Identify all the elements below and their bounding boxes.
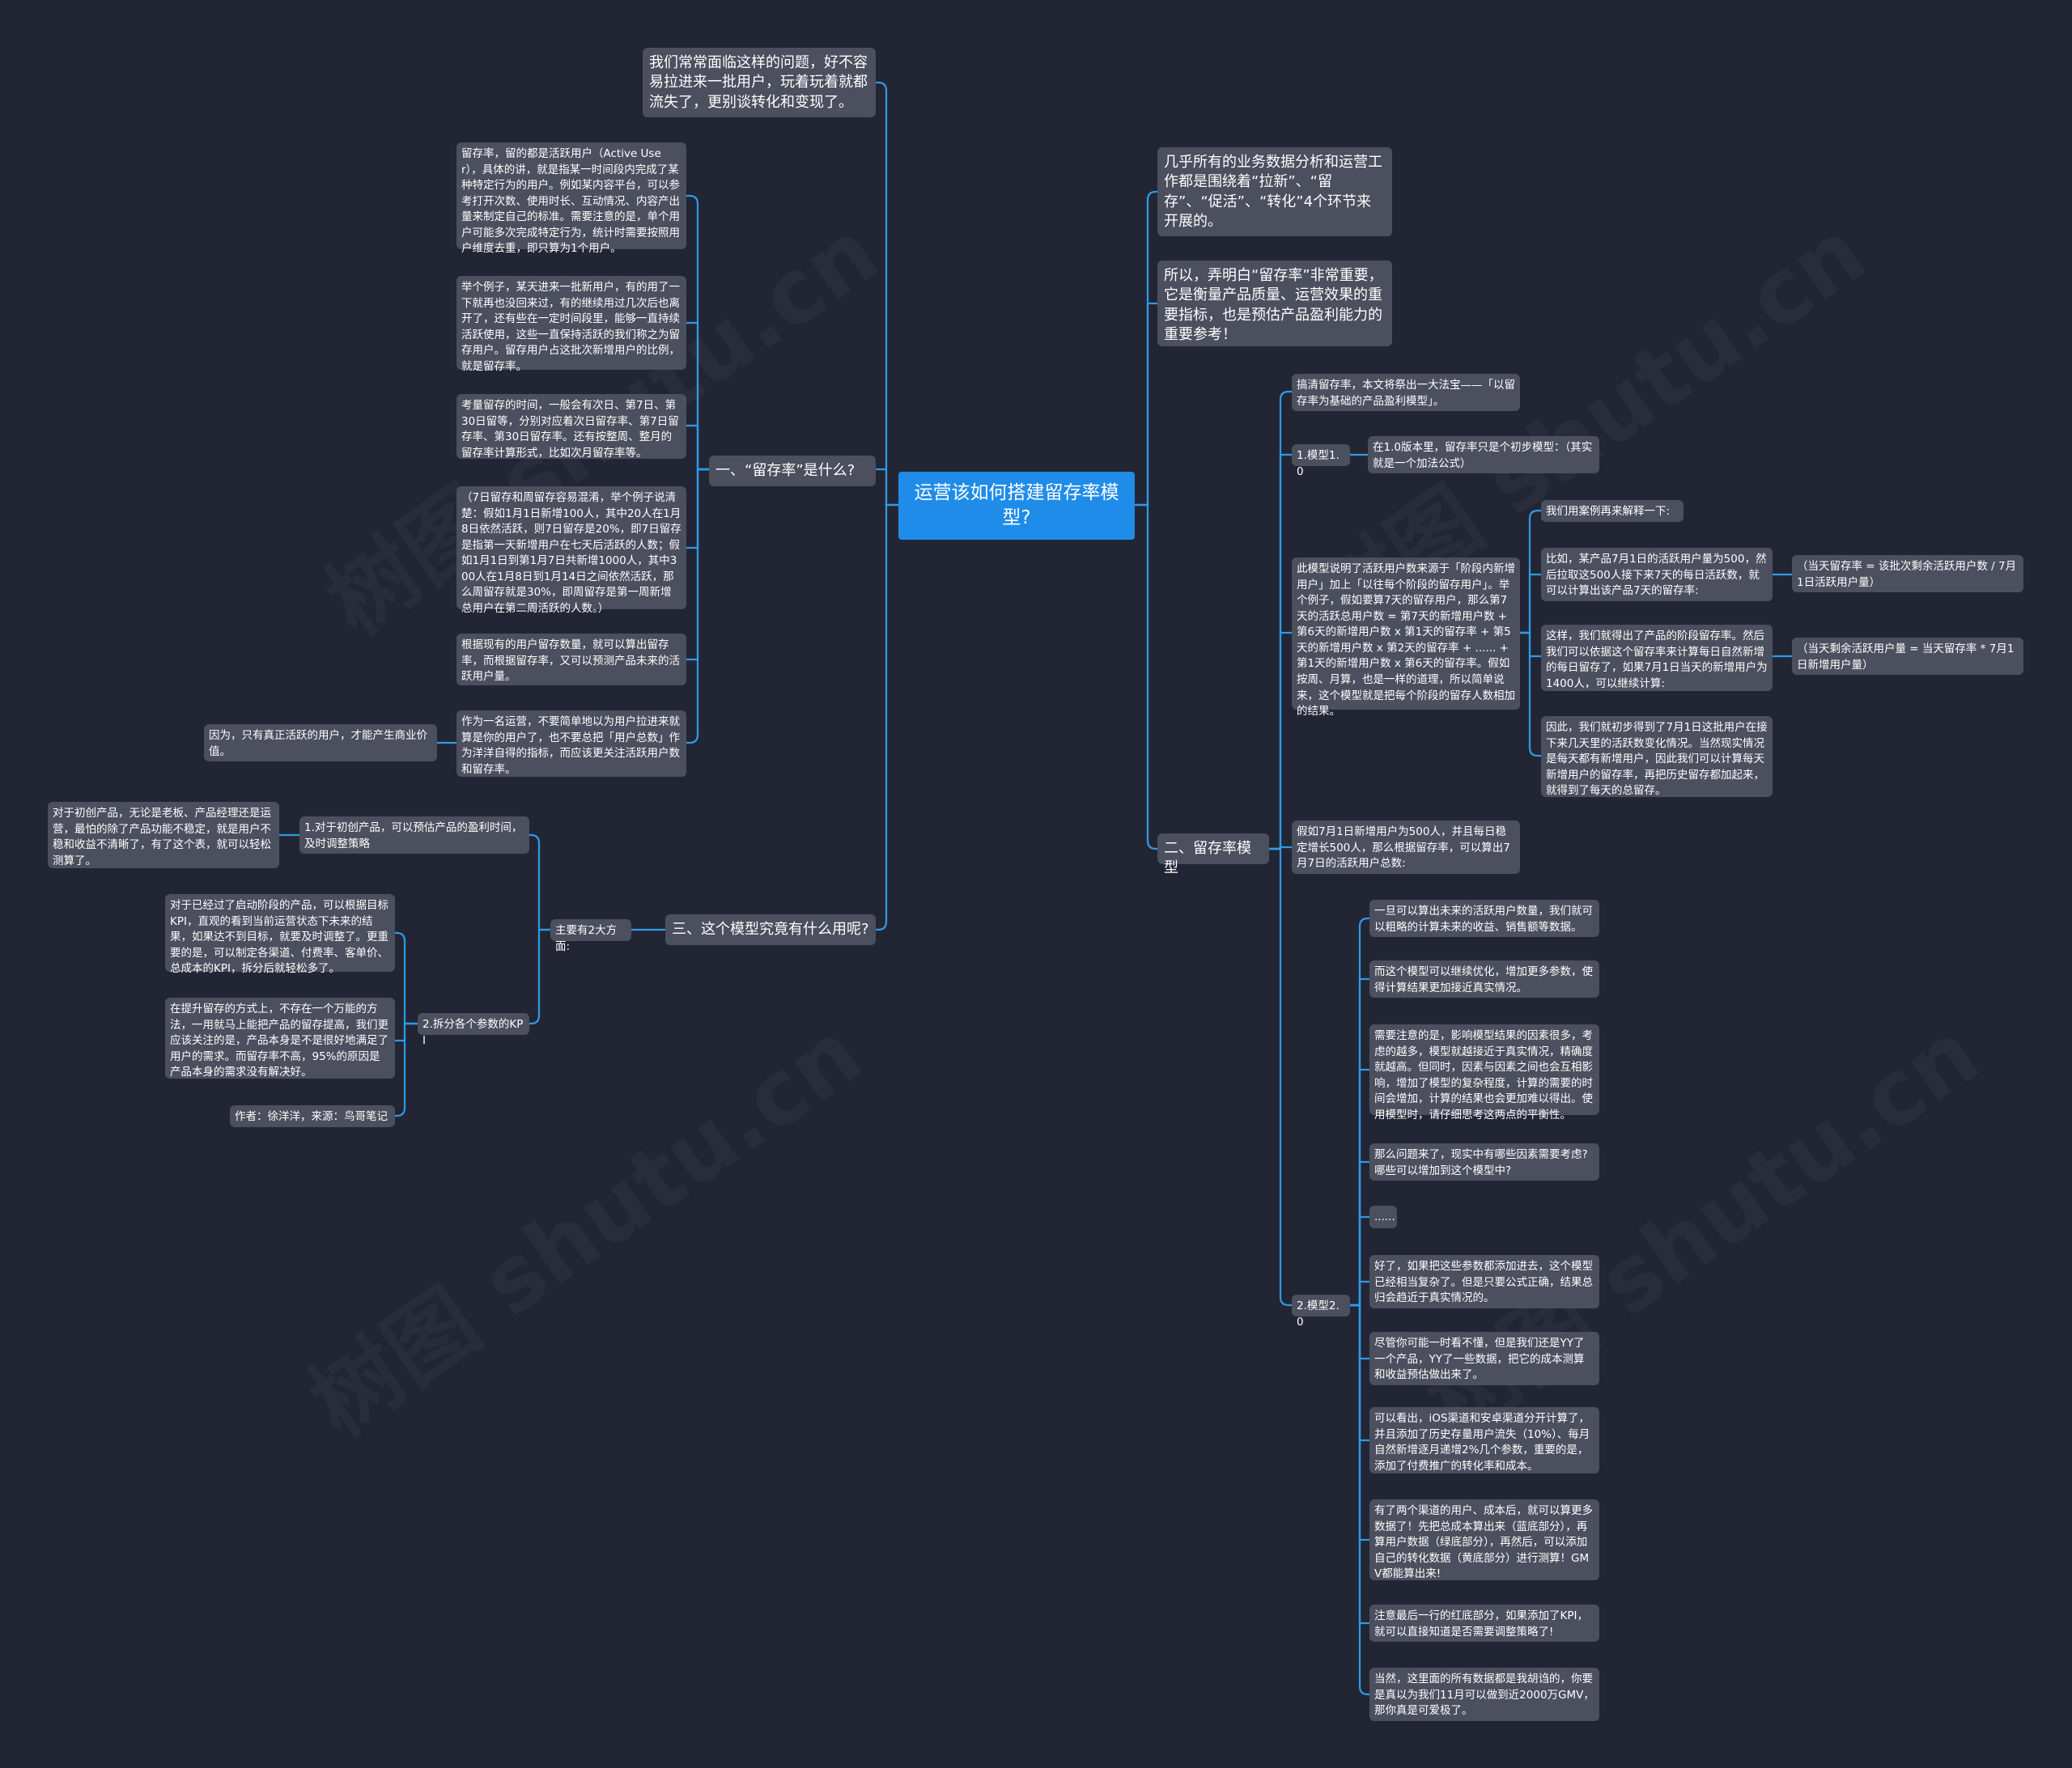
m2-item-ellipsis[interactable]: ...... [1369, 1206, 1397, 1228]
formula-1[interactable]: （当天留存率 = 该批次剩余活跃用户数 / 7月1日活跃用户量） [1792, 555, 2023, 592]
sec2-lead[interactable]: 搞清留存率，本文将祭出一大法宝——「以留存率为基础的产品盈利模型」。 [1292, 374, 1520, 411]
aspect-1[interactable]: 1.对于初创产品，可以预估产品的盈利时间，及时调整策略 [299, 816, 529, 854]
sec1-item-predict[interactable]: 根据现有的用户留存数量，就可以算出留存率，而根据留存率，又可以预测产品未来的活跃… [456, 634, 686, 685]
model-1-label[interactable]: 1.模型1.0 [1292, 444, 1350, 478]
model-1-desc[interactable]: 在1.0版本里，留存率只是个初步模型：（其实就是一个加法公式） [1368, 436, 1599, 473]
m2-item-gmv[interactable]: 有了两个渠道的用户、成本后，就可以算更多数据了！先把总成本算出来（蓝底部分），再… [1369, 1499, 1599, 1580]
assumption[interactable]: 假如7月1日新增用户为500人，并且每日稳定增长500人，那么根据留存率，可以算… [1292, 820, 1520, 874]
root-topic[interactable]: 运营该如何搭建留存率模型? [898, 472, 1135, 540]
m2-item-complex[interactable]: 好了，如果把这些参数都添加进去，这个模型已经相当复杂了。但是只要公式正确，结果总… [1369, 1255, 1599, 1308]
model-explain[interactable]: 此模型说明了活跃用户数来源于「阶段内新增用户」加上「以往每个阶段的留存用户」。举… [1292, 558, 1520, 718]
m2-item-optimize[interactable]: 而这个模型可以继续优化，增加更多参数，使得计算结果更加接近真实情况。 [1369, 960, 1599, 998]
aspect-1-detail[interactable]: 对于初创产品，无论是老板、产品经理还是运营，最怕的除了产品功能不稳定，就是用户不… [48, 802, 279, 868]
sec1-item-example[interactable]: 举个例子，某天进来一批新用户，有的用了一下就再也没回来过，有的继续用过几次后也离… [456, 276, 686, 373]
author-credit[interactable]: 作者：徐洋洋，来源：鸟哥笔记 [230, 1105, 395, 1127]
m2-item-channels[interactable]: 可以看出，iOS渠道和安卓渠道分开计算了，并且添加了历史存量用户流失（10%）、… [1369, 1407, 1599, 1473]
m2-item-factors[interactable]: 需要注意的是，影响模型结果的因素很多，考虑的越多，模型就越接近于真实情况，精确度… [1369, 1024, 1599, 1121]
section-2-title[interactable]: 二、留存率模型 [1157, 833, 1269, 876]
sec1-item-definition[interactable]: 留存率，留的都是活跃用户（Active User），具体的讲，就是指某一时间段内… [456, 142, 686, 255]
case-step-3[interactable]: 因此，我们就初步得到了7月1日这批用户在接下来几天里的活跃数变化情况。当然现实情… [1541, 716, 1773, 797]
sec1-item-operator[interactable]: 作为一名运营，不要简单地以为用户拉进来就算是你的用户了，也不要总把「用户总数」作… [456, 710, 686, 777]
m2-item-joke[interactable]: 当然，这里面的所有数据都是我胡诌的，你要是真以为我们11月可以做到近2000万G… [1369, 1668, 1599, 1721]
m2-item-yy[interactable]: 尽管你可能一时看不懂，但是我们还是YY了一个产品，YY了一些数据，把它的成本测算… [1369, 1332, 1599, 1385]
main-aspects-label[interactable]: 主要有2大方面: [550, 919, 631, 953]
right-intro-2[interactable]: 所以，弄明白“留存率”非常重要，它是衡量产品质量、运营效果的重要指标，也是预估产… [1157, 261, 1392, 346]
case-step-2[interactable]: 这样，我们就得出了产品的阶段留存率。然后我们可以依据这个留存率来计算每日自然新增… [1541, 625, 1773, 691]
right-intro-1[interactable]: 几乎所有的业务数据分析和运营工作都是围绕着“拉新”、“留存”、“促活”、“转化”… [1157, 147, 1392, 236]
m2-item-question[interactable]: 那么问题来了，现实中有哪些因素需要考虑?哪些可以增加到这个模型中? [1369, 1143, 1599, 1181]
aspect-2[interactable]: 2.拆分各个参数的KPI [418, 1013, 529, 1047]
formula-2[interactable]: （当天剩余活跃用户量 = 当天留存率 * 7月1日新增用户量） [1792, 638, 2023, 675]
aspect-2-detail-retention[interactable]: 在提升留存的方式上，不存在一个万能的方法，一用就马上能把产品的留存提高，我们更应… [165, 998, 395, 1079]
model-2-label[interactable]: 2.模型2.0 [1292, 1295, 1350, 1329]
m2-item-revenue[interactable]: 一旦可以算出未来的活跃用户数量，我们就可以粗略的计算未来的收益、销售额等数据。 [1369, 900, 1599, 937]
section-3-title[interactable]: 三、这个模型究竟有什么用呢? [665, 914, 876, 945]
sec1-sub-note[interactable]: 因为，只有真正活跃的用户，才能产生商业价值。 [204, 724, 437, 761]
m2-item-kpi[interactable]: 注意最后一行的红底部分，如果添加了KPI，就可以直接知道是否需要调整策略了! [1369, 1605, 1599, 1642]
sec1-item-weekly[interactable]: （7日留存和周留存容易混淆，举个例子说清楚：假如1月1日新增100人，其中20人… [456, 486, 686, 615]
aspect-2-detail-kpi[interactable]: 对于已经过了启动阶段的产品，可以根据目标KPI，直观的看到当前运营状态下未来的结… [165, 894, 395, 975]
case-step-1[interactable]: 比如，某产品7月1日的活跃用户量为500，然后拉取这500人接下来7天的每日活跃… [1541, 548, 1773, 601]
left-intro[interactable]: 我们常常面临这样的问题，好不容易拉进来一批用户，玩着玩着就都流失了，更别谈转化和… [643, 48, 876, 117]
case-intro[interactable]: 我们用案例再来解释一下: [1541, 500, 1684, 522]
section-1-title[interactable]: 一、“留存率”是什么? [709, 456, 876, 486]
sec1-item-time[interactable]: 考量留存的时间，一般会有次日、第7日、第30日留等，分别对应着次日留存率、第7日… [456, 394, 686, 460]
